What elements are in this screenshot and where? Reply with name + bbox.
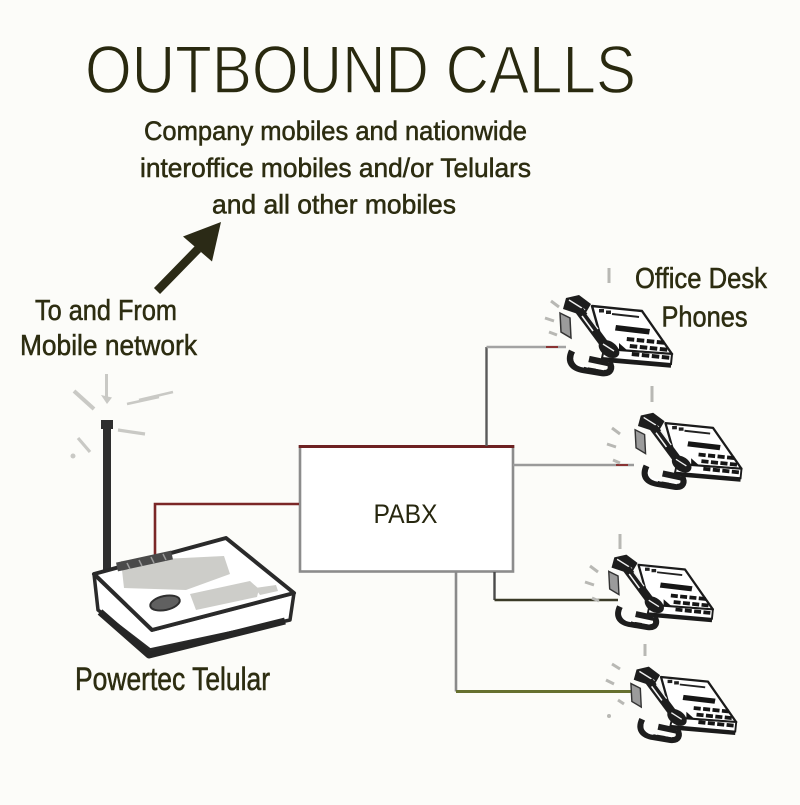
svg-text:interoffice mobiles and/or Tel: interoffice mobiles and/or Telulars bbox=[140, 153, 531, 183]
svg-text:PABX: PABX bbox=[374, 499, 438, 529]
svg-text:and all other mobiles: and all other mobiles bbox=[212, 190, 456, 220]
svg-text:Office Desk: Office Desk bbox=[635, 263, 767, 295]
svg-text:Powertec Telular: Powertec Telular bbox=[75, 661, 270, 697]
svg-text:OUTBOUND CALLS: OUTBOUND CALLS bbox=[85, 32, 636, 108]
svg-text:Company mobiles and nationwide: Company mobiles and nationwide bbox=[144, 116, 527, 146]
svg-text:Mobile network: Mobile network bbox=[20, 330, 197, 362]
svg-text:Phones: Phones bbox=[662, 302, 748, 334]
svg-text:To and From: To and From bbox=[35, 295, 177, 327]
